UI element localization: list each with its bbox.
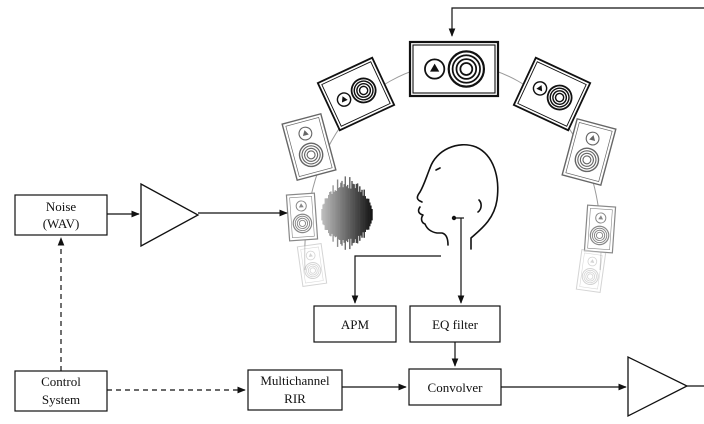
loudspeaker-icon <box>281 112 337 182</box>
noise-block: Noise (WAV) <box>14 194 108 236</box>
arrow-mic-to-apm <box>351 255 441 304</box>
noise-label-line2: (WAV) <box>43 216 80 231</box>
control-system-block: Control System <box>14 370 108 412</box>
convolver-label: Convolver <box>428 380 484 395</box>
loudspeaker-icon <box>296 242 328 288</box>
loudspeaker-icon <box>561 117 617 187</box>
amplifier-triangle-icon <box>140 182 200 248</box>
control-label-line1: Control <box>41 374 81 389</box>
arrow-feedback-to-top-speaker <box>448 7 704 37</box>
noise-label-line1: Noise <box>46 199 77 214</box>
loudspeaker-icon <box>285 192 319 242</box>
rir-label-line2: RIR <box>284 391 306 406</box>
loudspeaker-icon <box>512 56 592 132</box>
rir-label-line1: Multichannel <box>260 373 330 388</box>
eq-filter-block: EQ filter <box>409 305 501 343</box>
apm-block: APM <box>313 305 397 343</box>
apm-label: APM <box>341 317 370 332</box>
loudspeaker-icon <box>316 56 396 132</box>
convolver-block: Convolver <box>408 368 502 406</box>
amplifier-triangle-icon <box>627 355 689 418</box>
loudspeaker-icon <box>583 204 617 254</box>
loudspeaker-icon <box>408 40 500 98</box>
head-silhouette-icon <box>416 143 499 250</box>
eq-filter-label: EQ filter <box>432 317 479 332</box>
control-label-line2: System <box>42 392 80 407</box>
loudspeaker-icon <box>575 248 607 294</box>
rir-block: Multichannel RIR <box>247 369 343 411</box>
speech-waveform-icon <box>321 176 373 250</box>
